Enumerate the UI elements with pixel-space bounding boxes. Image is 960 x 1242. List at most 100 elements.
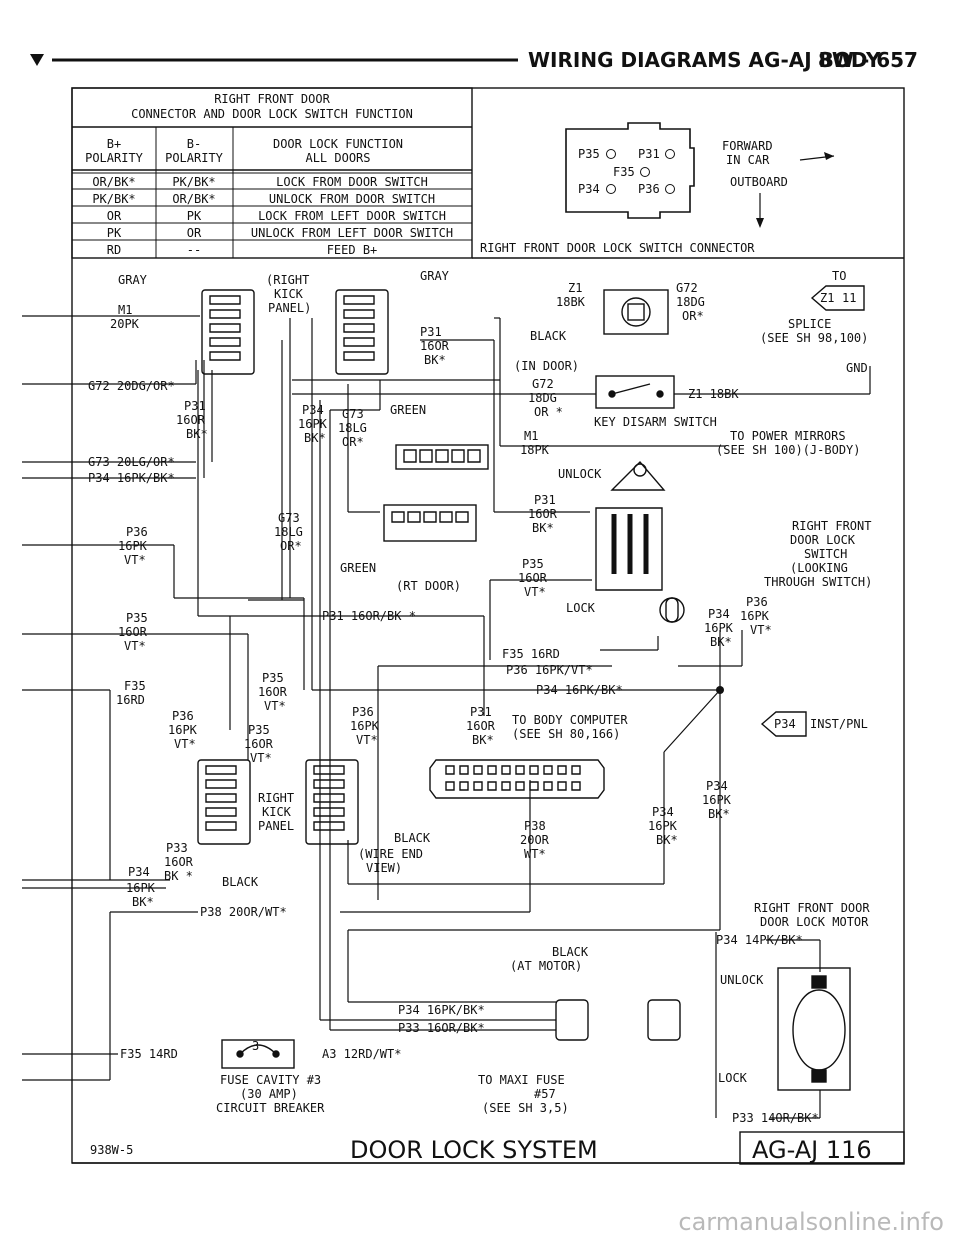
wire-label: 16OR — [164, 855, 194, 869]
wire-label: 16OR — [518, 571, 548, 585]
wire-label: 18LG — [338, 421, 367, 435]
table-cell: FEED B+ — [327, 243, 378, 257]
kick-label: PANEL — [258, 819, 294, 833]
wire-label: VT* — [174, 737, 196, 751]
wire-end-label: VIEW) — [366, 861, 402, 875]
wire-label: P31 — [470, 705, 492, 719]
diagram-title: DOOR LOCK SYSTEM — [350, 1136, 598, 1164]
wire-label: P33 — [166, 841, 188, 855]
header-title: WIRING DIAGRAMS AG-AJ BODY — [528, 48, 881, 72]
page-id: AG-AJ 116 — [752, 1136, 872, 1164]
wire-label: 18LG — [274, 525, 303, 539]
table-cell: OR/BK* — [172, 192, 215, 206]
wire-label: OR* — [342, 435, 364, 449]
wire-label: P33 16OR/BK* — [398, 1021, 485, 1035]
wire-label: BK* — [710, 635, 732, 649]
wire-label: Z1 — [568, 281, 582, 295]
outboard-label: OUTBOARD — [730, 175, 788, 189]
green-connector-lower — [383, 504, 477, 542]
kick-panel-connector-lower-right — [305, 759, 359, 845]
kick-panel-connector-lower-left — [197, 759, 251, 845]
column-header-b-plus: B+ — [107, 137, 121, 151]
in-door-label: (IN DOOR) — [514, 359, 579, 373]
wire-label: P38 20OR/WT* — [200, 905, 287, 919]
table-cell: OR — [187, 226, 202, 240]
wire-label: P33 14OR/BK* — [732, 1111, 819, 1125]
wire-label: 16PK — [168, 723, 198, 737]
in-car-label: IN CAR — [726, 153, 770, 167]
wire-label: 18PK — [520, 443, 550, 457]
table-cell: PK/BK* — [172, 175, 215, 189]
wire-label: G73 — [342, 407, 364, 421]
splice-callout: Z1 11 — [810, 285, 865, 311]
wire-label: Z1 18BK — [688, 387, 739, 401]
pin-hole-icon — [665, 149, 675, 159]
switch-label: DOOR LOCK — [790, 533, 856, 547]
wire-label: P36 — [172, 709, 194, 723]
table-row: PK/BK* OR/BK* UNLOCK FROM DOOR SWITCH — [92, 192, 435, 206]
splice-node-icon — [716, 686, 724, 694]
at-motor-label: (AT MOTOR) — [510, 959, 582, 973]
connector-color-label: GREEN — [390, 403, 426, 417]
wire-label: P31 16OR/BK * — [322, 609, 416, 623]
wire-label: P35 — [522, 557, 544, 571]
wire-label: WT* — [524, 847, 546, 861]
wire-label: P36 16PK/VT* — [506, 663, 593, 677]
kick-label: RIGHT — [258, 791, 294, 805]
wire-label: BK* — [132, 895, 154, 909]
wire-label: G72 — [676, 281, 698, 295]
splice-label: SPLICE — [788, 317, 831, 331]
wire-label: 16PK — [298, 417, 328, 431]
unlock-label: UNLOCK — [558, 467, 602, 481]
wire-label: P31 — [184, 399, 206, 413]
wire-label: A3 12RD/WT* — [322, 1047, 401, 1061]
key-disarm-switch — [595, 375, 675, 409]
pin-p36: P36 — [638, 182, 660, 196]
table-cell: UNLOCK FROM LEFT DOOR SWITCH — [251, 226, 453, 240]
figure-code: 938W-5 — [90, 1143, 133, 1157]
wire-label: F35 14RD — [120, 1047, 178, 1061]
rt-door-label: (RT DOOR) — [396, 579, 461, 593]
wire-label: P34 14PK/BK* — [716, 933, 803, 947]
column-header-b-plus-sub: POLARITY — [85, 151, 144, 165]
wire-label: P36 — [352, 705, 374, 719]
wire-label: 20OR — [520, 833, 550, 847]
switch-label: (LOOKING — [790, 561, 848, 575]
kick-label: KICK — [262, 805, 292, 819]
wire-label: 16OR — [118, 625, 148, 639]
switch-label: THROUGH SWITCH) — [764, 575, 872, 589]
wire-label: BK* — [708, 807, 730, 821]
fuse-label: CIRCUIT BREAKER — [216, 1101, 325, 1115]
wire-label: OR * — [534, 405, 563, 419]
wire-label: M1 — [118, 303, 132, 317]
splice-to-label: TO — [832, 269, 846, 283]
wire-label: 16OR — [244, 737, 274, 751]
motor-connector — [555, 999, 681, 1041]
kick-panel-connector-upper-left — [201, 289, 255, 375]
kick-label: KICK — [274, 287, 304, 301]
table-cell: OR/BK* — [92, 175, 135, 189]
wire-label: OR* — [682, 309, 704, 323]
wire-label: VT* — [356, 733, 378, 747]
wire-label: 16PK — [702, 793, 732, 807]
arrow-down-icon — [756, 218, 764, 228]
wire-label: P35 — [262, 671, 284, 685]
table-cell: PK — [107, 226, 122, 240]
page-id-box — [739, 1131, 905, 1165]
wire-label: M1 — [524, 429, 538, 443]
wire-label: 16PK — [350, 719, 380, 733]
wire-label: 16PK — [704, 621, 734, 635]
connector-color-label: BLACK — [222, 875, 259, 889]
table-cell: RD — [107, 243, 121, 257]
inst-pnl-label: INST/PNL — [810, 717, 868, 731]
column-header-function: DOOR LOCK FUNCTION — [273, 137, 403, 151]
wire-label: 16OR — [420, 339, 450, 353]
lock-label: LOCK — [718, 1071, 748, 1085]
gray-label: GRAY — [420, 269, 450, 283]
wire-label: P35 — [126, 611, 148, 625]
splice-ref: (SEE SH 98,100) — [760, 331, 868, 345]
column-header-b-minus-sub: POLARITY — [165, 151, 224, 165]
wire-label: BK* — [656, 833, 678, 847]
breaker-number: 3 — [252, 1039, 259, 1053]
connector-outline — [565, 122, 695, 219]
